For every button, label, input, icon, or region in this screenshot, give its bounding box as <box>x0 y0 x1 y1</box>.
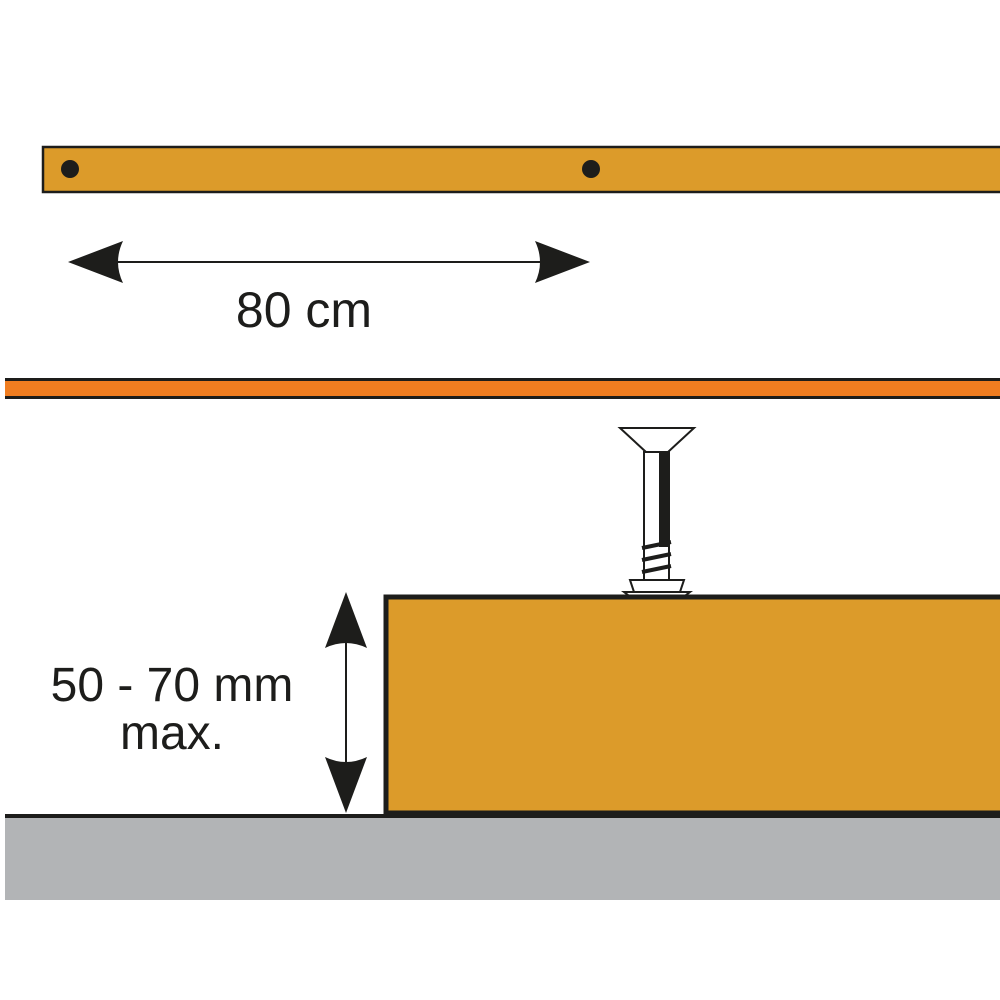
arrow-up-icon <box>325 592 367 648</box>
ground-edge <box>5 814 1000 818</box>
height-label-line1: 50 - 70 mm <box>51 659 294 712</box>
divider-orange-band <box>5 381 1000 396</box>
side-view-batten <box>383 594 1000 816</box>
screw-hole-left <box>61 160 79 178</box>
divider-bottom-line <box>5 396 1000 399</box>
screw-washer <box>628 579 686 593</box>
ground <box>5 814 1000 900</box>
ground-slab <box>5 816 1000 900</box>
arrow-down-icon <box>325 757 367 813</box>
screw-shank-shadow <box>659 452 668 547</box>
height-label-line2: max. <box>120 707 224 760</box>
arrow-right-icon <box>535 241 590 283</box>
screw-hole-right <box>582 160 600 178</box>
batten-strip <box>41 145 1000 194</box>
screw-thread <box>641 540 672 574</box>
batten-block <box>383 594 1000 816</box>
height-dimension: 50 - 70 mm max. <box>51 592 367 813</box>
spacing-label: 80 cm <box>236 282 372 338</box>
divider-top-line <box>5 378 1000 381</box>
section-divider <box>5 378 1000 399</box>
top-view-batten <box>41 145 1000 194</box>
arrow-left-icon <box>68 241 123 283</box>
screw-head <box>617 427 697 453</box>
spacing-dimension: 80 cm <box>68 241 590 338</box>
screw <box>617 427 697 599</box>
